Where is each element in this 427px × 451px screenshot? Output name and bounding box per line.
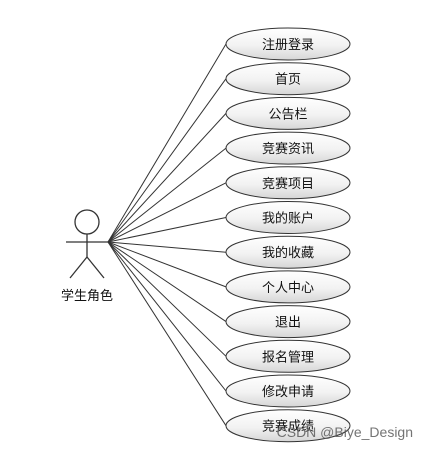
association-line bbox=[107, 241, 227, 323]
association-line bbox=[107, 43, 227, 243]
use-case-ellipse bbox=[225, 131, 351, 165]
use-case-label: 个人中心 bbox=[262, 281, 314, 296]
use-case-label: 我的收藏 bbox=[262, 245, 314, 261]
association-line bbox=[107, 113, 227, 243]
use-case-label: 首页 bbox=[275, 73, 301, 88]
use-case-label: 退出 bbox=[275, 316, 301, 331]
use-case-ellipse bbox=[225, 166, 351, 200]
actor-label: 学生角色 bbox=[61, 288, 113, 304]
use-case-label: 公告栏 bbox=[268, 107, 307, 122]
actor-left-leg bbox=[69, 256, 88, 279]
use-case-node: 我的账户 bbox=[225, 201, 351, 234]
association-line bbox=[107, 241, 227, 357]
association-line bbox=[107, 241, 227, 253]
use-case-label: 报名管理 bbox=[262, 349, 314, 365]
use-case-label: 竞赛资讯 bbox=[262, 141, 314, 157]
association-line bbox=[107, 241, 227, 288]
use-case-label: 竞赛项目 bbox=[262, 176, 314, 192]
association-line bbox=[107, 241, 227, 426]
use-case-label: 我的账户 bbox=[262, 211, 314, 227]
use-case-node: 注册登录 bbox=[225, 27, 351, 61]
watermark-text: CSDN @Biye_Design bbox=[277, 424, 413, 440]
use-case-label: 竞赛成绩 bbox=[262, 419, 314, 435]
use-case-ellipse bbox=[225, 374, 351, 408]
use-case-node: 退出 bbox=[225, 305, 351, 339]
association-line bbox=[107, 78, 227, 243]
use-case-node: 个人中心 bbox=[225, 270, 351, 304]
use-case-ellipse bbox=[225, 339, 351, 373]
use-case-ellipse bbox=[225, 96, 351, 130]
use-case-ellipse bbox=[225, 235, 351, 269]
actor-right-leg bbox=[86, 256, 105, 279]
association-lines bbox=[107, 43, 227, 426]
association-line bbox=[107, 241, 227, 392]
use-cases: 注册登录首页公告栏竞赛资讯竞赛项目我的账户我的收藏个人中心退出报名管理修改申请竞… bbox=[225, 27, 351, 443]
use-case-node: 报名管理 bbox=[225, 339, 351, 373]
use-case-node: 竞赛资讯 bbox=[225, 131, 351, 165]
use-case-ellipse bbox=[225, 409, 351, 443]
use-case-node: 竞赛项目 bbox=[225, 166, 351, 200]
student-actor: 学生角色 bbox=[61, 209, 113, 304]
use-case-node: 首页 bbox=[225, 62, 351, 96]
use-case-ellipse bbox=[225, 270, 351, 304]
use-case-node: 公告栏 bbox=[225, 96, 351, 130]
use-case-ellipse bbox=[225, 201, 351, 234]
use-case-node: 修改申请 bbox=[225, 374, 351, 408]
actor-head bbox=[74, 209, 100, 235]
use-case-label: 注册登录 bbox=[262, 38, 314, 53]
association-line bbox=[107, 147, 227, 243]
use-case-node: 我的收藏 bbox=[225, 235, 351, 269]
association-line bbox=[107, 217, 227, 243]
use-case-node: 竞赛成绩 bbox=[225, 409, 351, 443]
association-line bbox=[107, 182, 227, 243]
use-case-ellipse bbox=[225, 62, 351, 96]
use-case-ellipse bbox=[225, 27, 351, 61]
use-case-label: 修改申请 bbox=[262, 385, 314, 400]
use-case-ellipse bbox=[225, 305, 351, 339]
